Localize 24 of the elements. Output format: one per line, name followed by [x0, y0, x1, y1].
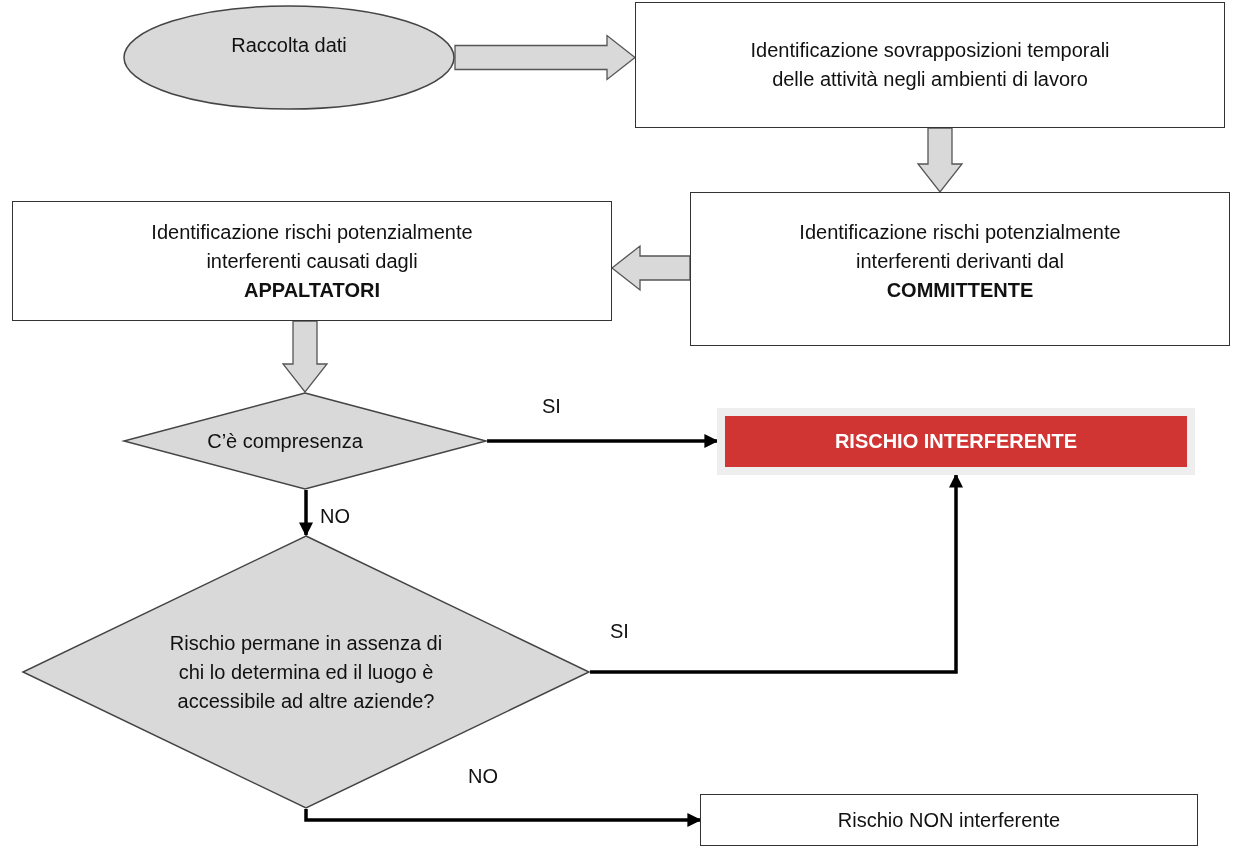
block-arrow [610, 244, 691, 292]
process-box [635, 2, 1225, 128]
result-box [717, 408, 1195, 475]
node-text: Identificazione rischi potenzialmente interferenti causati dagli APPALTATORI [150, 219, 474, 303]
block-arrow [281, 320, 329, 394]
arrow [299, 490, 313, 537]
block-arrow [454, 34, 637, 81]
node-text: Identificazione sovrapposizioni temporali delle attività negli ambienti di lavoro [749, 38, 1111, 92]
block-arrow [916, 127, 964, 194]
node-text: Rischio permane in assenza di chi lo determina ed il luogo è accessibile ad altre aziende? [168, 630, 444, 714]
arrow [304, 809, 702, 827]
arrow [590, 473, 963, 674]
node-text: Raccolta dati [231, 33, 347, 58]
decision-diamond [123, 392, 487, 490]
decision-diamond [22, 535, 590, 809]
process-box [700, 794, 1198, 846]
node-text: Rischio NON interferente [837, 807, 1061, 833]
node-text: C’è compresenza [207, 428, 363, 454]
node-text: RISCHIO INTERFERENTE [834, 429, 1078, 454]
arrow [487, 434, 719, 448]
start-ellipse [123, 5, 455, 110]
process-box [690, 192, 1230, 346]
node-text: Identificazione rischi potenzialmente interferenti derivanti dal COMMITTENTE [798, 219, 1122, 303]
process-box [12, 201, 612, 321]
